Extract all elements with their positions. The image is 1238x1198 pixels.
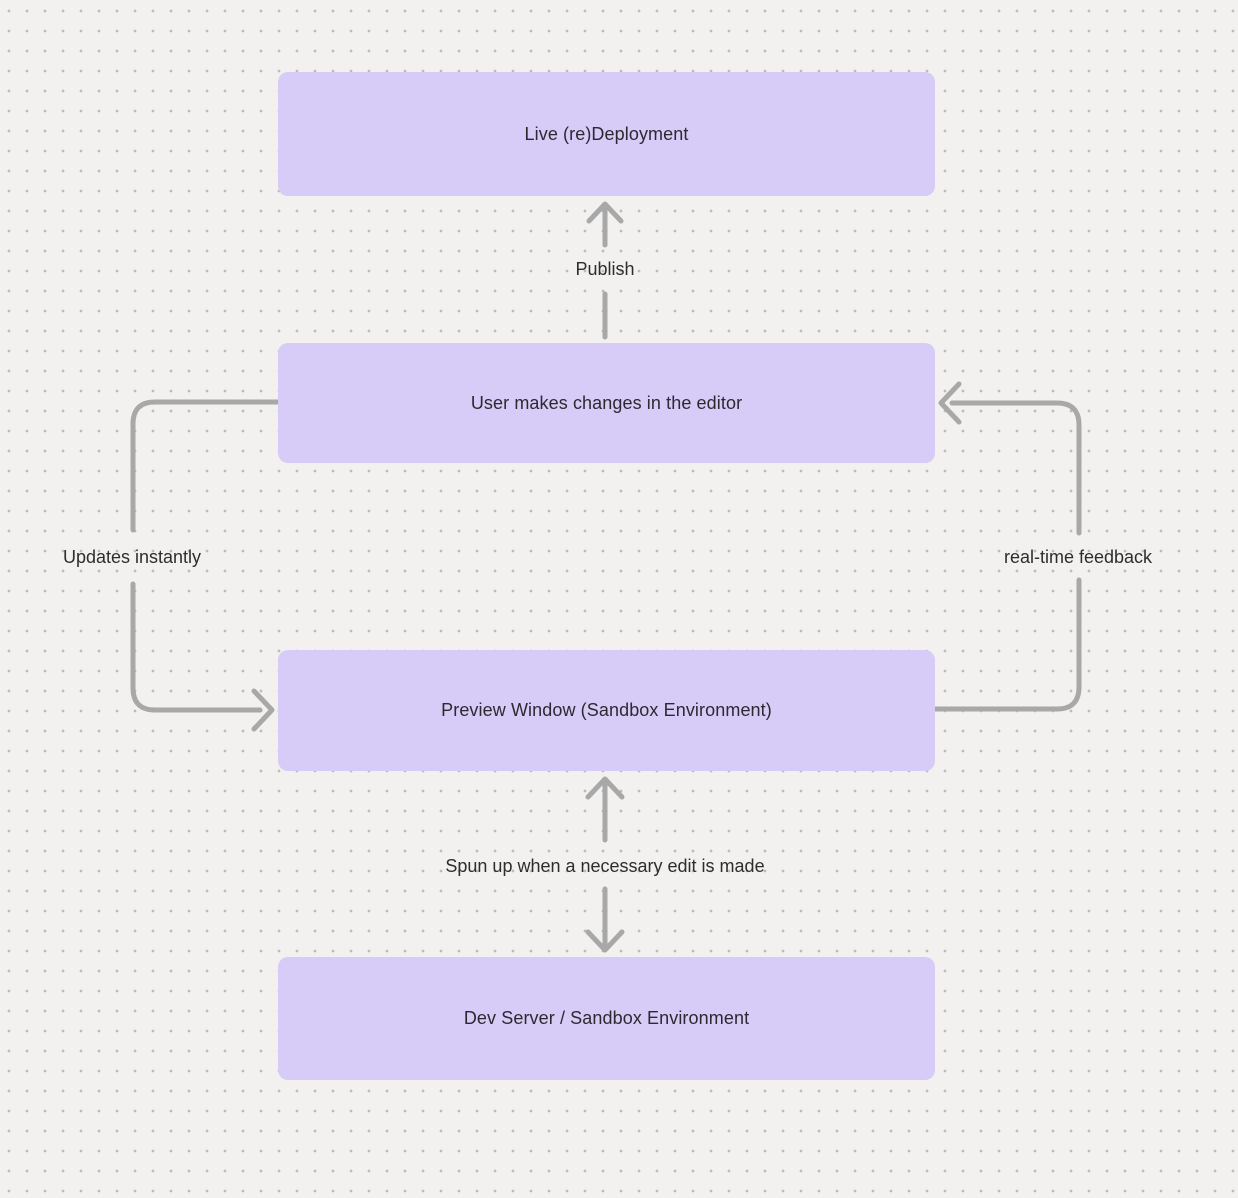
node-preview-window-label: Preview Window (Sandbox Environment): [441, 700, 772, 720]
node-live-redeployment[interactable]: Live (re)Deployment: [278, 72, 935, 196]
updates-instantly-segment-top: [130, 399, 281, 533]
updates-instantly-segment-bottom: [130, 581, 263, 713]
node-user-editor[interactable]: User makes changes in the editor: [278, 343, 935, 463]
node-dev-server[interactable]: Dev Server / Sandbox Environment: [278, 957, 935, 1080]
spun-up-arrowhead-down-icon: [585, 929, 625, 953]
connector-label-spun-up[interactable]: Spun up when a necessary edit is made: [445, 856, 765, 876]
connector-label-publish[interactable]: Publish: [575, 259, 635, 279]
connector-label-updates-instantly[interactable]: Updates instantly: [62, 547, 202, 567]
node-dev-server-label: Dev Server / Sandbox Environment: [463, 1008, 750, 1028]
real-time-feedback-arrowhead-left-icon: [938, 381, 962, 425]
node-user-editor-label: User makes changes in the editor: [470, 392, 743, 413]
publish-arrowhead-up-icon: [586, 201, 624, 224]
node-live-redeployment-label: Live (re)Deployment: [524, 123, 689, 144]
real-time-feedback-segment-bottom: [932, 577, 1082, 712]
real-time-feedback-segment-top: [949, 400, 1082, 536]
spun-up-arrowhead-up-icon: [585, 776, 625, 800]
updates-instantly-arrowhead-right-icon: [251, 688, 275, 732]
connector-label-real-time-feedback[interactable]: real-time feedback: [1003, 547, 1153, 567]
node-preview-window[interactable]: Preview Window (Sandbox Environment): [278, 650, 935, 771]
